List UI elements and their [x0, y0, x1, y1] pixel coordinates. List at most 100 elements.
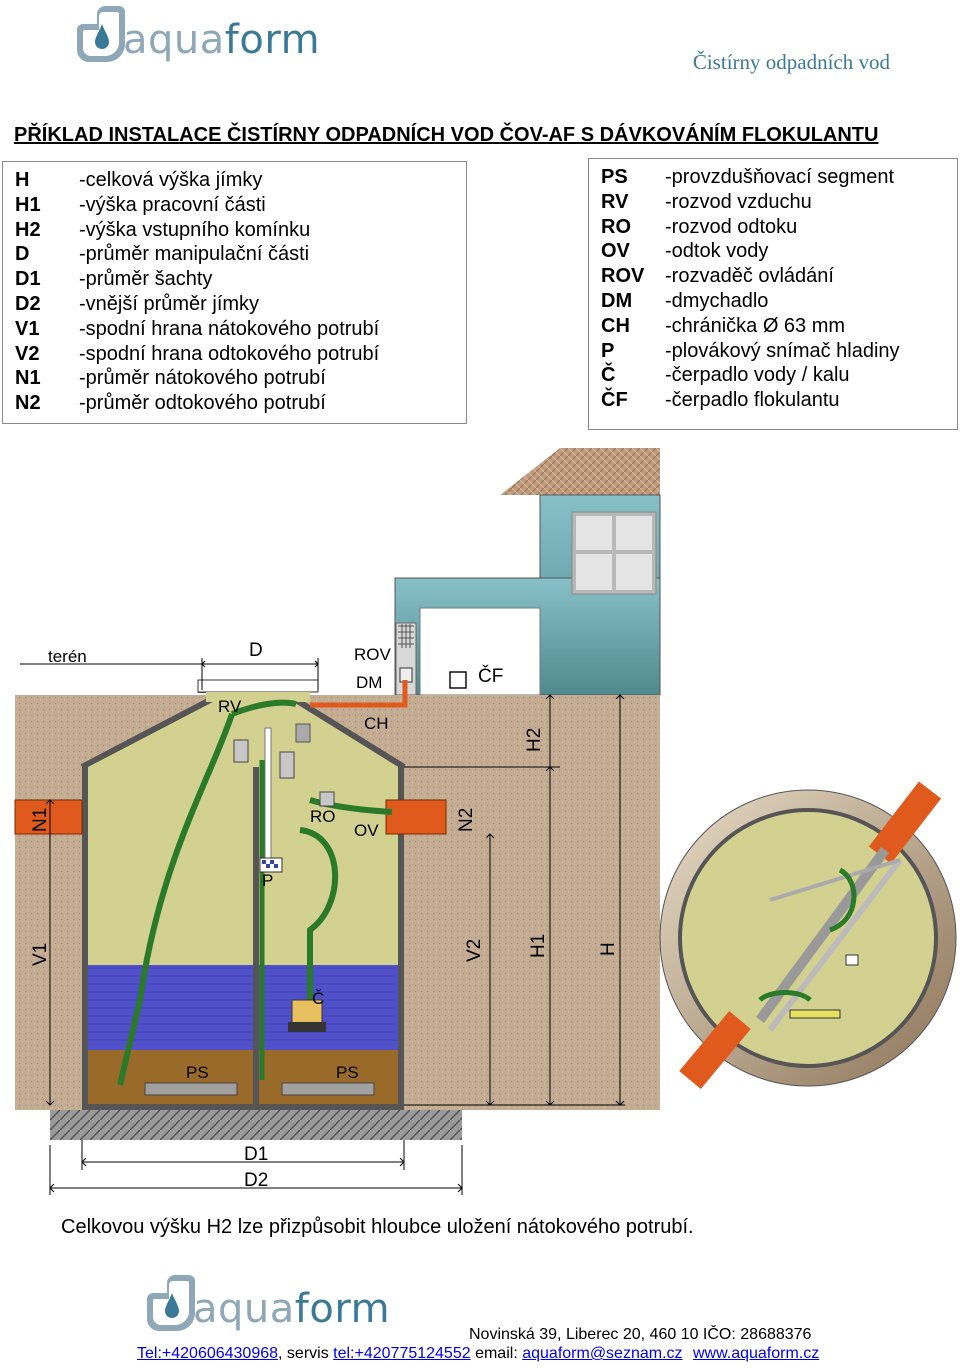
label-ps-left: PS	[186, 1063, 209, 1082]
legend-key: RO	[601, 215, 631, 238]
legend-row: N1 -průměr nátokového potrubí	[15, 366, 379, 391]
legend-row: RV-rozvod vzduchu	[601, 190, 900, 215]
header-logo: aquaform	[75, 4, 320, 66]
water-drop-logo-icon	[77, 6, 125, 62]
legend-row: D -průměr manipulační části	[15, 242, 379, 267]
legend-key: V1	[15, 317, 40, 340]
logo-text-aqua: aqua	[123, 17, 225, 63]
servis-label: , servis	[278, 1345, 329, 1362]
legend-desc: -plovákový snímač hladiny	[665, 339, 900, 362]
phone-link[interactable]: Tel:+420606430968	[137, 1345, 279, 1362]
legend-key: PS	[601, 166, 628, 188]
installation-diagram: terén D ROV DM ČF RV CH H2 N1 N2 RO OV P…	[14, 448, 957, 1195]
legend-desc: -průměr odtokového potrubí	[79, 392, 326, 415]
label-d: D	[249, 640, 263, 661]
legend-key: H1	[15, 193, 41, 216]
legend-row: N2 -průměr odtokového potrubí	[15, 391, 379, 416]
email-label: email:	[475, 1345, 518, 1362]
legend-desc: -dmychadlo	[665, 289, 769, 312]
legend-desc: -rozvod odtoku	[665, 215, 798, 238]
label-ps-right: PS	[336, 1063, 359, 1082]
legend-row: PS -provzdušňovací segment	[601, 165, 900, 190]
label-n1: N1	[30, 808, 51, 832]
website-link[interactable]: www.aquaform.cz	[692, 1345, 820, 1362]
legend-desc: -čerpadlo flokulantu	[665, 389, 840, 412]
pipes	[14, 680, 447, 1096]
tank	[80, 679, 406, 1110]
legend-desc: -spodní hrana odtokového potrubí	[79, 342, 380, 365]
label-cf: ČF	[478, 665, 503, 687]
label-dm: DM	[356, 673, 382, 692]
house	[394, 448, 661, 696]
legend-desc: -vnější průměr jímky	[79, 292, 260, 315]
legend-row: RO -rozvod odtoku	[601, 215, 900, 240]
legend-row: D1 -průměr šachty	[15, 267, 379, 292]
legend-key: N1	[15, 367, 41, 390]
legend-key: ROV	[601, 265, 645, 288]
label-p: P	[262, 871, 273, 890]
legend-row: DM -dmychadlo	[601, 289, 900, 314]
legend-key: D2	[15, 292, 41, 315]
top-view	[659, 781, 957, 1089]
legend-key: ČF	[601, 389, 628, 412]
legend-row: CH -chránička Ø 63 mm	[601, 314, 900, 339]
footer-address: Novinská 39, Liberec 20, 460 10 IČO: 286…	[469, 1326, 812, 1343]
label-h2: H2	[524, 728, 545, 752]
legend-desc: -chránička Ø 63 mm	[665, 314, 846, 337]
legend-desc: -výška vstupního komínku	[79, 218, 311, 241]
legend-row: ČF -čerpadlo flokulantu	[601, 388, 900, 413]
label-n2: N2	[456, 808, 477, 832]
logo-text-form: form	[294, 1286, 391, 1332]
legend-key: D1	[15, 268, 41, 291]
legend-row: ROV -rozvaděč ovládání	[601, 264, 900, 289]
legend-desc: -průměr nátokového potrubí	[79, 367, 326, 390]
label-h1: H1	[528, 934, 549, 958]
legend-desc: -provzdušňovací segment	[665, 166, 895, 188]
legend-key: H2	[15, 218, 41, 241]
legend-row: V1-spodní hrana nátokového potrubí	[15, 317, 379, 342]
water-drop-logo-icon	[147, 1275, 195, 1331]
legend-desc: -rozvaděč ovládání	[665, 265, 834, 288]
service-phone-link[interactable]: tel:+420775124552	[333, 1345, 471, 1362]
label-ov: OV	[354, 821, 379, 840]
legend-key: N2	[15, 392, 41, 415]
header-subtitle: Čistírny odpadních vod	[692, 50, 890, 74]
legend-desc: -celková výška jímky	[79, 169, 263, 191]
legend-desc: -průměr šachty	[79, 268, 213, 291]
legend-row: D2 -vnější průměr jímky	[15, 292, 379, 317]
label-teren: terén	[48, 647, 87, 666]
email-link[interactable]: aquaform@seznam.cz	[522, 1345, 683, 1362]
footer-logo: aquaform	[145, 1273, 390, 1335]
legend-key: H	[15, 169, 30, 191]
legend-row: H -celková výška jímky	[15, 168, 379, 193]
label-v2: V2	[464, 939, 485, 962]
label-rv: RV	[218, 697, 242, 716]
legend-row: Č -čerpadlo vody / kalu	[601, 363, 900, 388]
legend-desc: -odtok vody	[665, 240, 769, 263]
legend-key: D	[15, 243, 30, 266]
legend-desc: -čerpadlo vody / kalu	[665, 364, 850, 387]
label-c: Č	[312, 989, 324, 1008]
label-d2: D2	[244, 1170, 268, 1191]
label-d1: D1	[244, 1144, 268, 1165]
legend-key: OV	[601, 240, 630, 263]
legend-key: V2	[15, 342, 40, 365]
legend-desc: -průměr manipulační části	[79, 243, 310, 266]
page-title: PŘÍKLAD INSTALACE ČISTÍRNY ODPADNÍCH VOD…	[14, 124, 879, 146]
legend-key: Č	[601, 364, 616, 387]
legend-key: DM	[601, 289, 633, 312]
logo-text-form: form	[224, 17, 321, 63]
logo-text-aqua: aqua	[193, 1286, 295, 1332]
label-v1: V1	[30, 943, 51, 966]
note-h2: Celkovou výšku H2 lze přizpůsobit hloubc…	[61, 1216, 694, 1238]
legend-row: P -plovákový snímač hladiny	[601, 339, 900, 364]
footer-contacts: Tel:+420606430968, servis tel:+420775124…	[137, 1345, 819, 1363]
base-slab	[50, 1110, 462, 1140]
legend-row: OV -odtok vody	[601, 239, 900, 264]
legend-row: H1-výška pracovní části	[15, 193, 379, 218]
legend-key: P	[601, 339, 615, 362]
legend-desc: -rozvod vzduchu	[665, 190, 812, 213]
legend-key: CH	[601, 314, 630, 337]
